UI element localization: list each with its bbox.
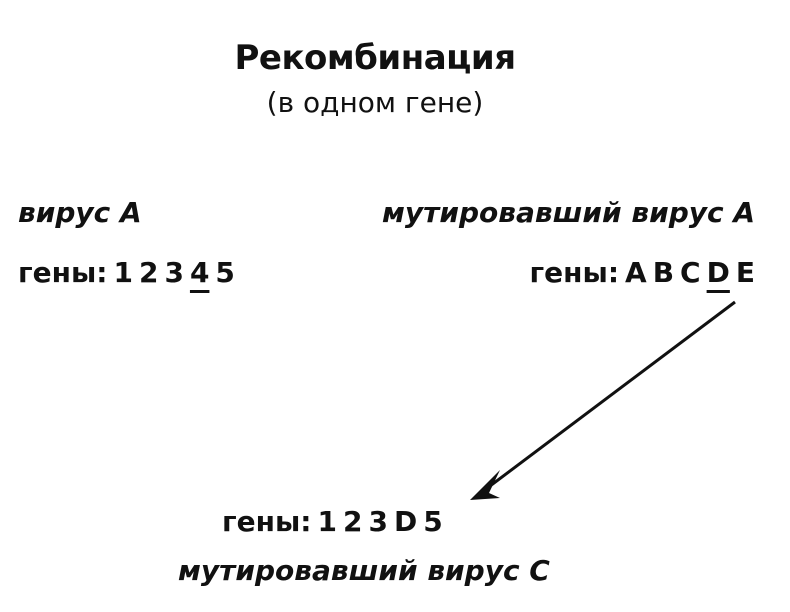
virus-a-gene-5: 5 — [215, 256, 235, 289]
mutant-virus-c-gene-2: 2 — [342, 505, 363, 538]
virus-a-name: вирус А — [18, 196, 142, 229]
mutant-virus-c-gene-3: 3 — [368, 505, 388, 538]
mutant-virus-c-gene-5: 5 — [423, 505, 443, 538]
mutant-virus-c-name: мутировавший вирус С — [178, 554, 550, 587]
arrow-head — [470, 470, 500, 500]
mutant-virus-a-gene-3: C — [680, 256, 701, 289]
mutant-virus-c-gene-4: D — [393, 505, 418, 538]
diagram-subtitle: (в одном гене) — [266, 86, 484, 119]
mutant-virus-c-gene-1: 1 — [317, 505, 337, 538]
mutant-virus-a-gene-2: B — [652, 256, 675, 289]
mutant-virus-c-genes-label: гены: — [222, 505, 312, 538]
mutant-virus-a-gene-5: E — [735, 256, 755, 289]
mutant-virus-a-genes-label: гены: — [529, 256, 620, 289]
arrow-line — [481, 300, 736, 494]
virus-a-genes-label: гены: — [18, 256, 108, 289]
virus-a-gene-1: 1 — [113, 256, 133, 289]
diagram-title: Рекомбинация — [234, 38, 516, 78]
virus-a-gene-4: 4 — [189, 256, 210, 289]
mutant-virus-a-gene-4: D — [706, 256, 730, 289]
virus-a-gene-3: 3 — [164, 256, 184, 289]
virus-a-gene-2: 2 — [138, 256, 159, 289]
mutant-virus-a-gene-1: A — [625, 256, 647, 289]
mutant-virus-a-name: мутировавший вирус А — [382, 196, 755, 229]
